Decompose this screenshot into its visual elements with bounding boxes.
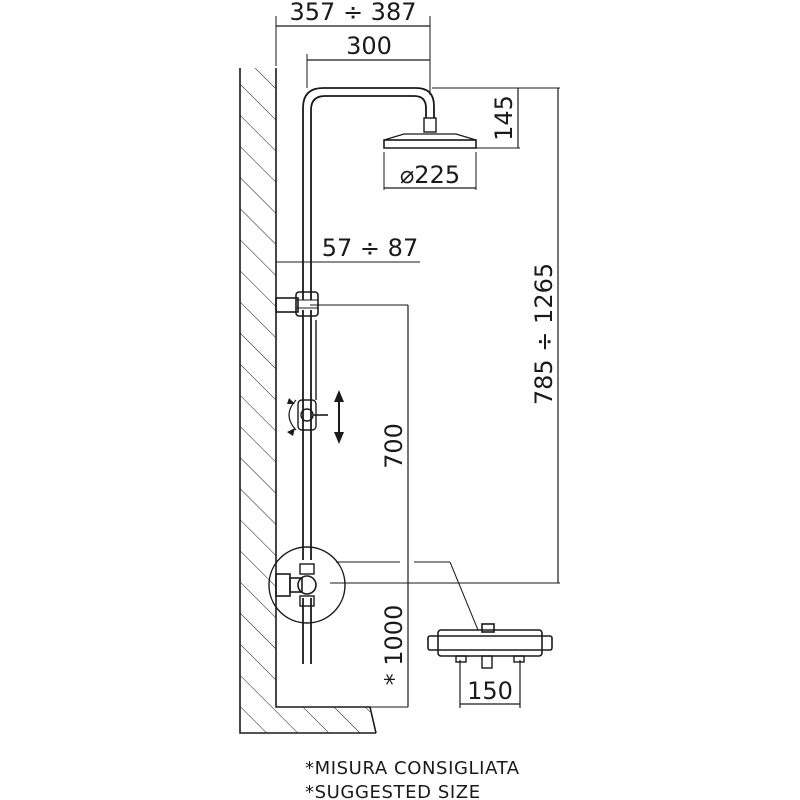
column-height-label: 785 ÷ 1265 — [530, 263, 558, 405]
shower-column — [302, 87, 477, 664]
dimension-labels: 357 ÷ 387 300 145 ⌀225 57 ÷ 87 785 ÷ 126… — [290, 0, 558, 705]
wall — [239, 68, 377, 734]
mixer-side-view — [427, 623, 553, 669]
total-arm-length-label: 357 ÷ 387 — [290, 0, 417, 26]
wall-bracket — [275, 291, 319, 317]
slide-rail — [287, 320, 328, 436]
mixer-height-label: * 1000 — [380, 605, 408, 686]
footnotes: *MISURA CONSIGLIATA *SUGGESTED SIZE — [305, 758, 520, 800]
head-diameter-label: ⌀225 — [400, 161, 460, 189]
dimension-lines — [276, 25, 559, 708]
note-english: *SUGGESTED SIZE — [305, 782, 481, 800]
mixer-centres-label: 150 — [467, 677, 513, 705]
thermostatic-mixer — [268, 546, 346, 624]
shower-head — [383, 133, 477, 149]
slide-rail-length-label: 700 — [380, 423, 408, 469]
extension-lines — [275, 16, 560, 708]
head-drop-label: 145 — [490, 95, 518, 141]
slide-direction-arrow — [334, 390, 344, 444]
wall-offset-label: 57 ÷ 87 — [322, 234, 418, 262]
arm-length-label: 300 — [346, 32, 392, 60]
note-italian: *MISURA CONSIGLIATA — [305, 758, 520, 779]
